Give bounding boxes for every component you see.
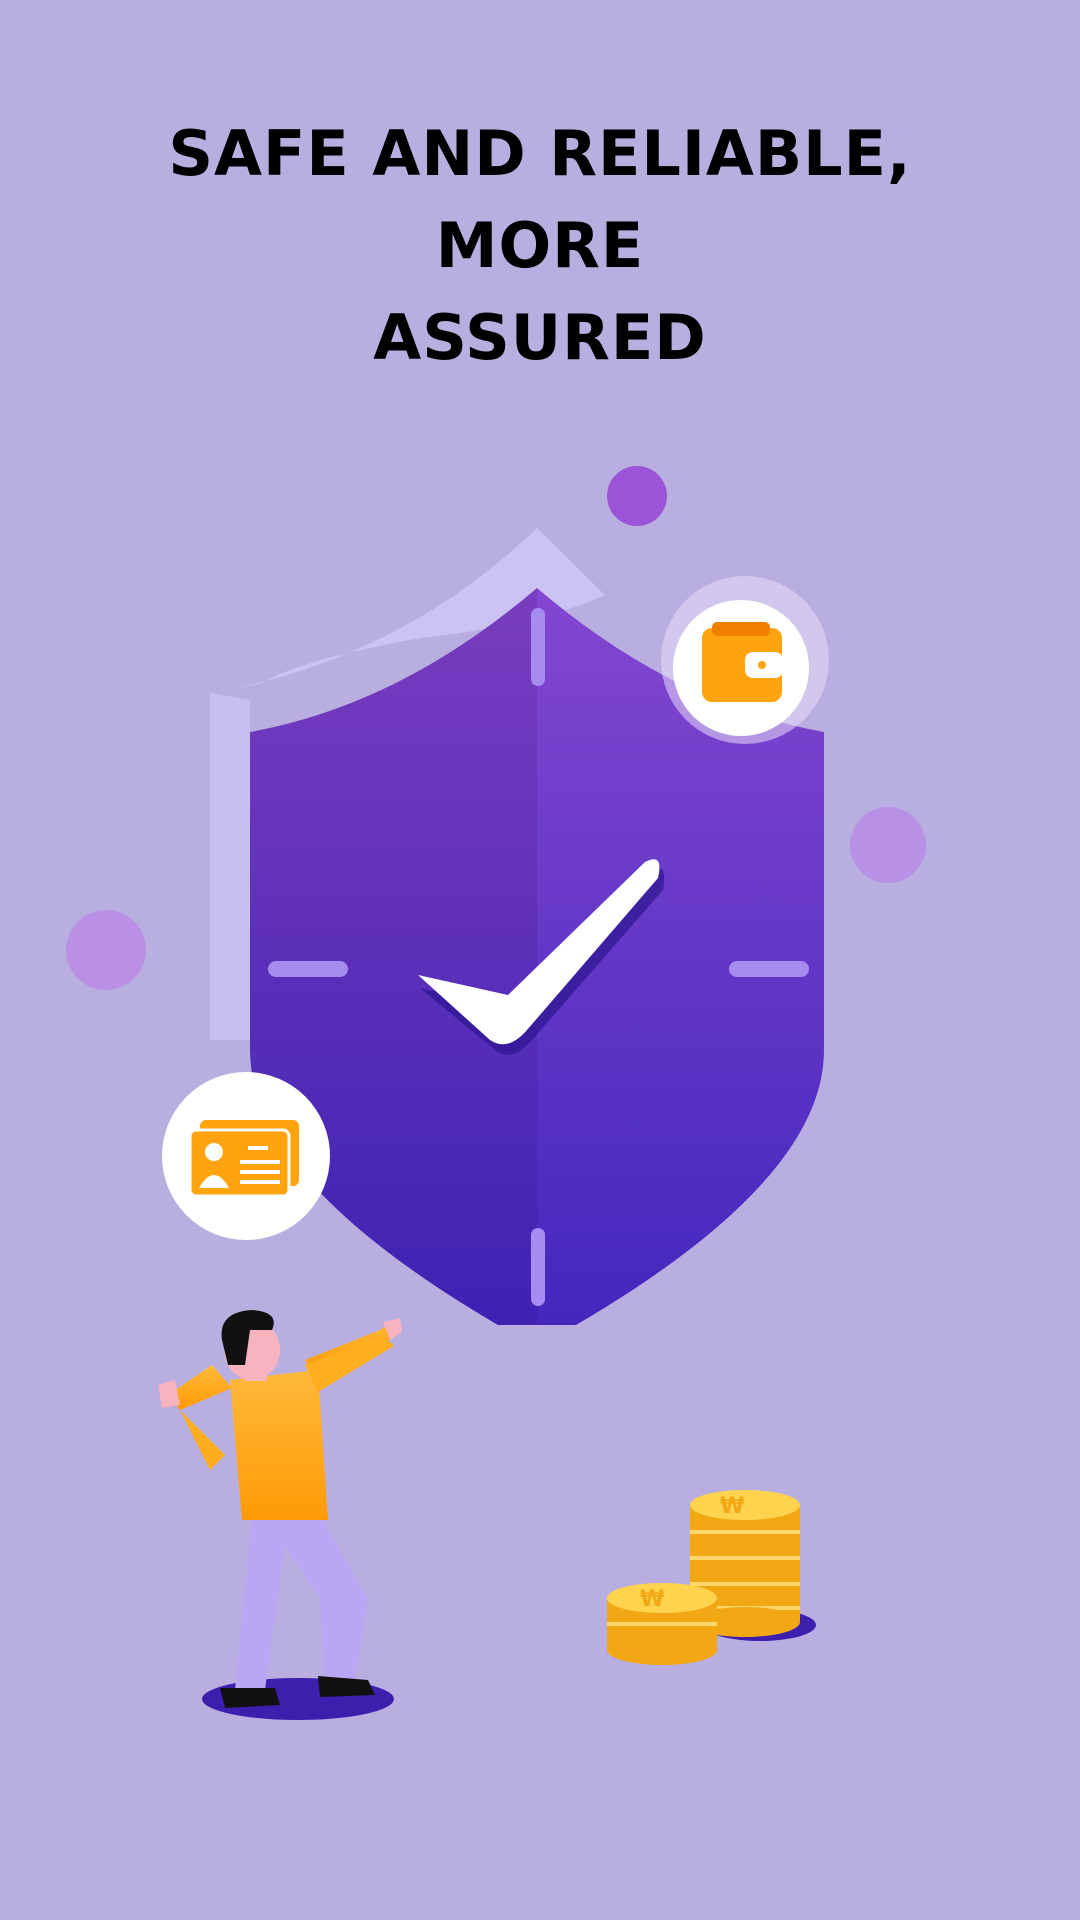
svg-text:₩: ₩ [720, 1494, 744, 1519]
person-illustration [158, 1310, 402, 1720]
headline-line-2: ASSURED [373, 301, 707, 374]
wallet-icon [702, 622, 783, 702]
decor-dot-right [850, 807, 926, 883]
id-card-icon [188, 1120, 299, 1198]
decor-dot-top [607, 466, 667, 526]
onboarding-headline: SAFE AND RELIABLE, MORE ASSURED [60, 108, 1020, 384]
shield-halo [210, 528, 605, 693]
svg-text:₩: ₩ [640, 1587, 664, 1612]
decor-dot-left [66, 910, 146, 990]
headline-line-1: SAFE AND RELIABLE, MORE [168, 117, 912, 282]
wallet-badge [661, 576, 829, 744]
shield-check-icon [250, 588, 824, 1325]
coin-stack-icon: ₩ ₩ [607, 1490, 816, 1665]
id-card-badge [162, 1072, 330, 1240]
